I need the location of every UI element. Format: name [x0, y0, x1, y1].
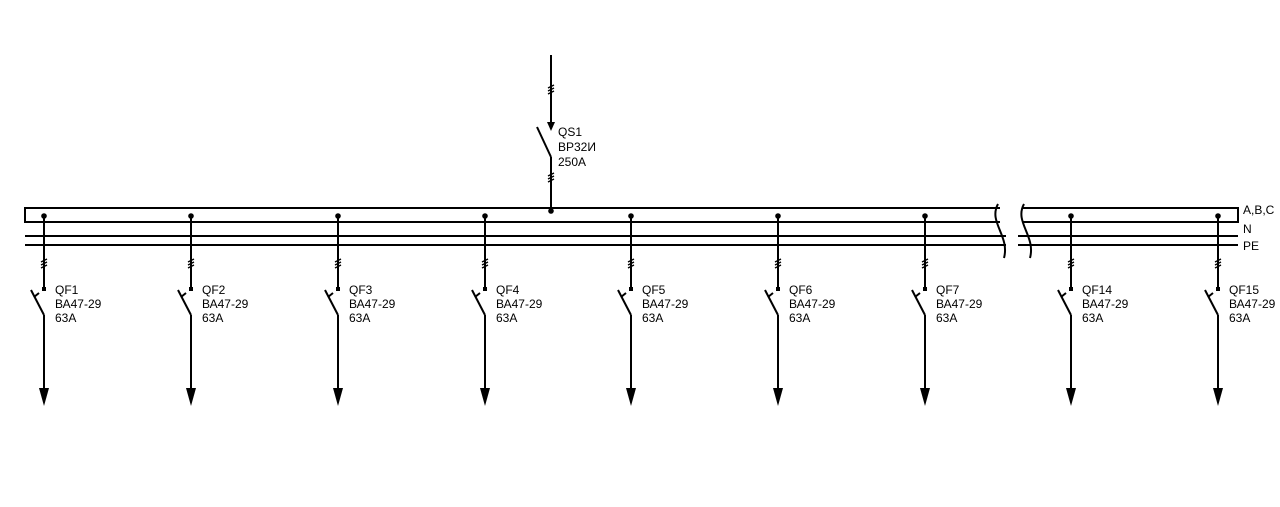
feeder-label: QF3	[349, 283, 373, 297]
busbar-phase	[24, 207, 1239, 223]
feeder-label: QF15	[1229, 283, 1259, 297]
feeder-rating: 63А	[936, 311, 957, 325]
main-switch-type: ВР32И	[558, 140, 596, 154]
feeder-type: ВА47-29	[349, 297, 396, 311]
feeder-rating: 63А	[1229, 311, 1250, 325]
feeder-type: ВА47-29	[936, 297, 983, 311]
feeder-label: QF6	[789, 283, 813, 297]
feeder-type: ВА47-29	[1229, 297, 1276, 311]
feeder-type: ВА47-29	[496, 297, 543, 311]
feeder-type: ВА47-29	[642, 297, 689, 311]
bus-earth-label: PE	[1243, 239, 1259, 253]
feeder-type: ВА47-29	[1082, 297, 1129, 311]
feeder-label: QF1	[55, 283, 79, 297]
feeder-rating: 63А	[349, 311, 370, 325]
feeder-type: ВА47-29	[202, 297, 249, 311]
bus-neutral-label: N	[1243, 222, 1252, 236]
feeder-type: ВА47-29	[789, 297, 836, 311]
main-switch-qs1: QS1 ВР32И 250А	[536, 55, 596, 214]
feeder-label: QF2	[202, 283, 226, 297]
feeder-label: QF14	[1082, 283, 1112, 297]
feeder-type: ВА47-29	[55, 297, 102, 311]
feeder-label: QF4	[496, 283, 520, 297]
bus-phase-label: А,В,С	[1243, 203, 1275, 217]
feeder-rating: 63А	[202, 311, 223, 325]
bus-break-symbol	[994, 203, 1033, 259]
feeder-label: QF5	[642, 283, 666, 297]
main-switch-rating: 250А	[558, 155, 586, 169]
feeder-rating: 63А	[789, 311, 810, 325]
feeder-label: QF7	[936, 283, 960, 297]
main-switch-label: QS1	[558, 125, 582, 139]
feeder-rating: 63А	[642, 311, 663, 325]
feeder-rating: 63А	[496, 311, 517, 325]
feeder-rating: 63А	[55, 311, 76, 325]
feeder-rating: 63А	[1082, 311, 1103, 325]
feeder-group: QF1ВА47-2963АQF2ВА47-2963АQF3ВА47-2963АQ…	[30, 213, 1276, 406]
